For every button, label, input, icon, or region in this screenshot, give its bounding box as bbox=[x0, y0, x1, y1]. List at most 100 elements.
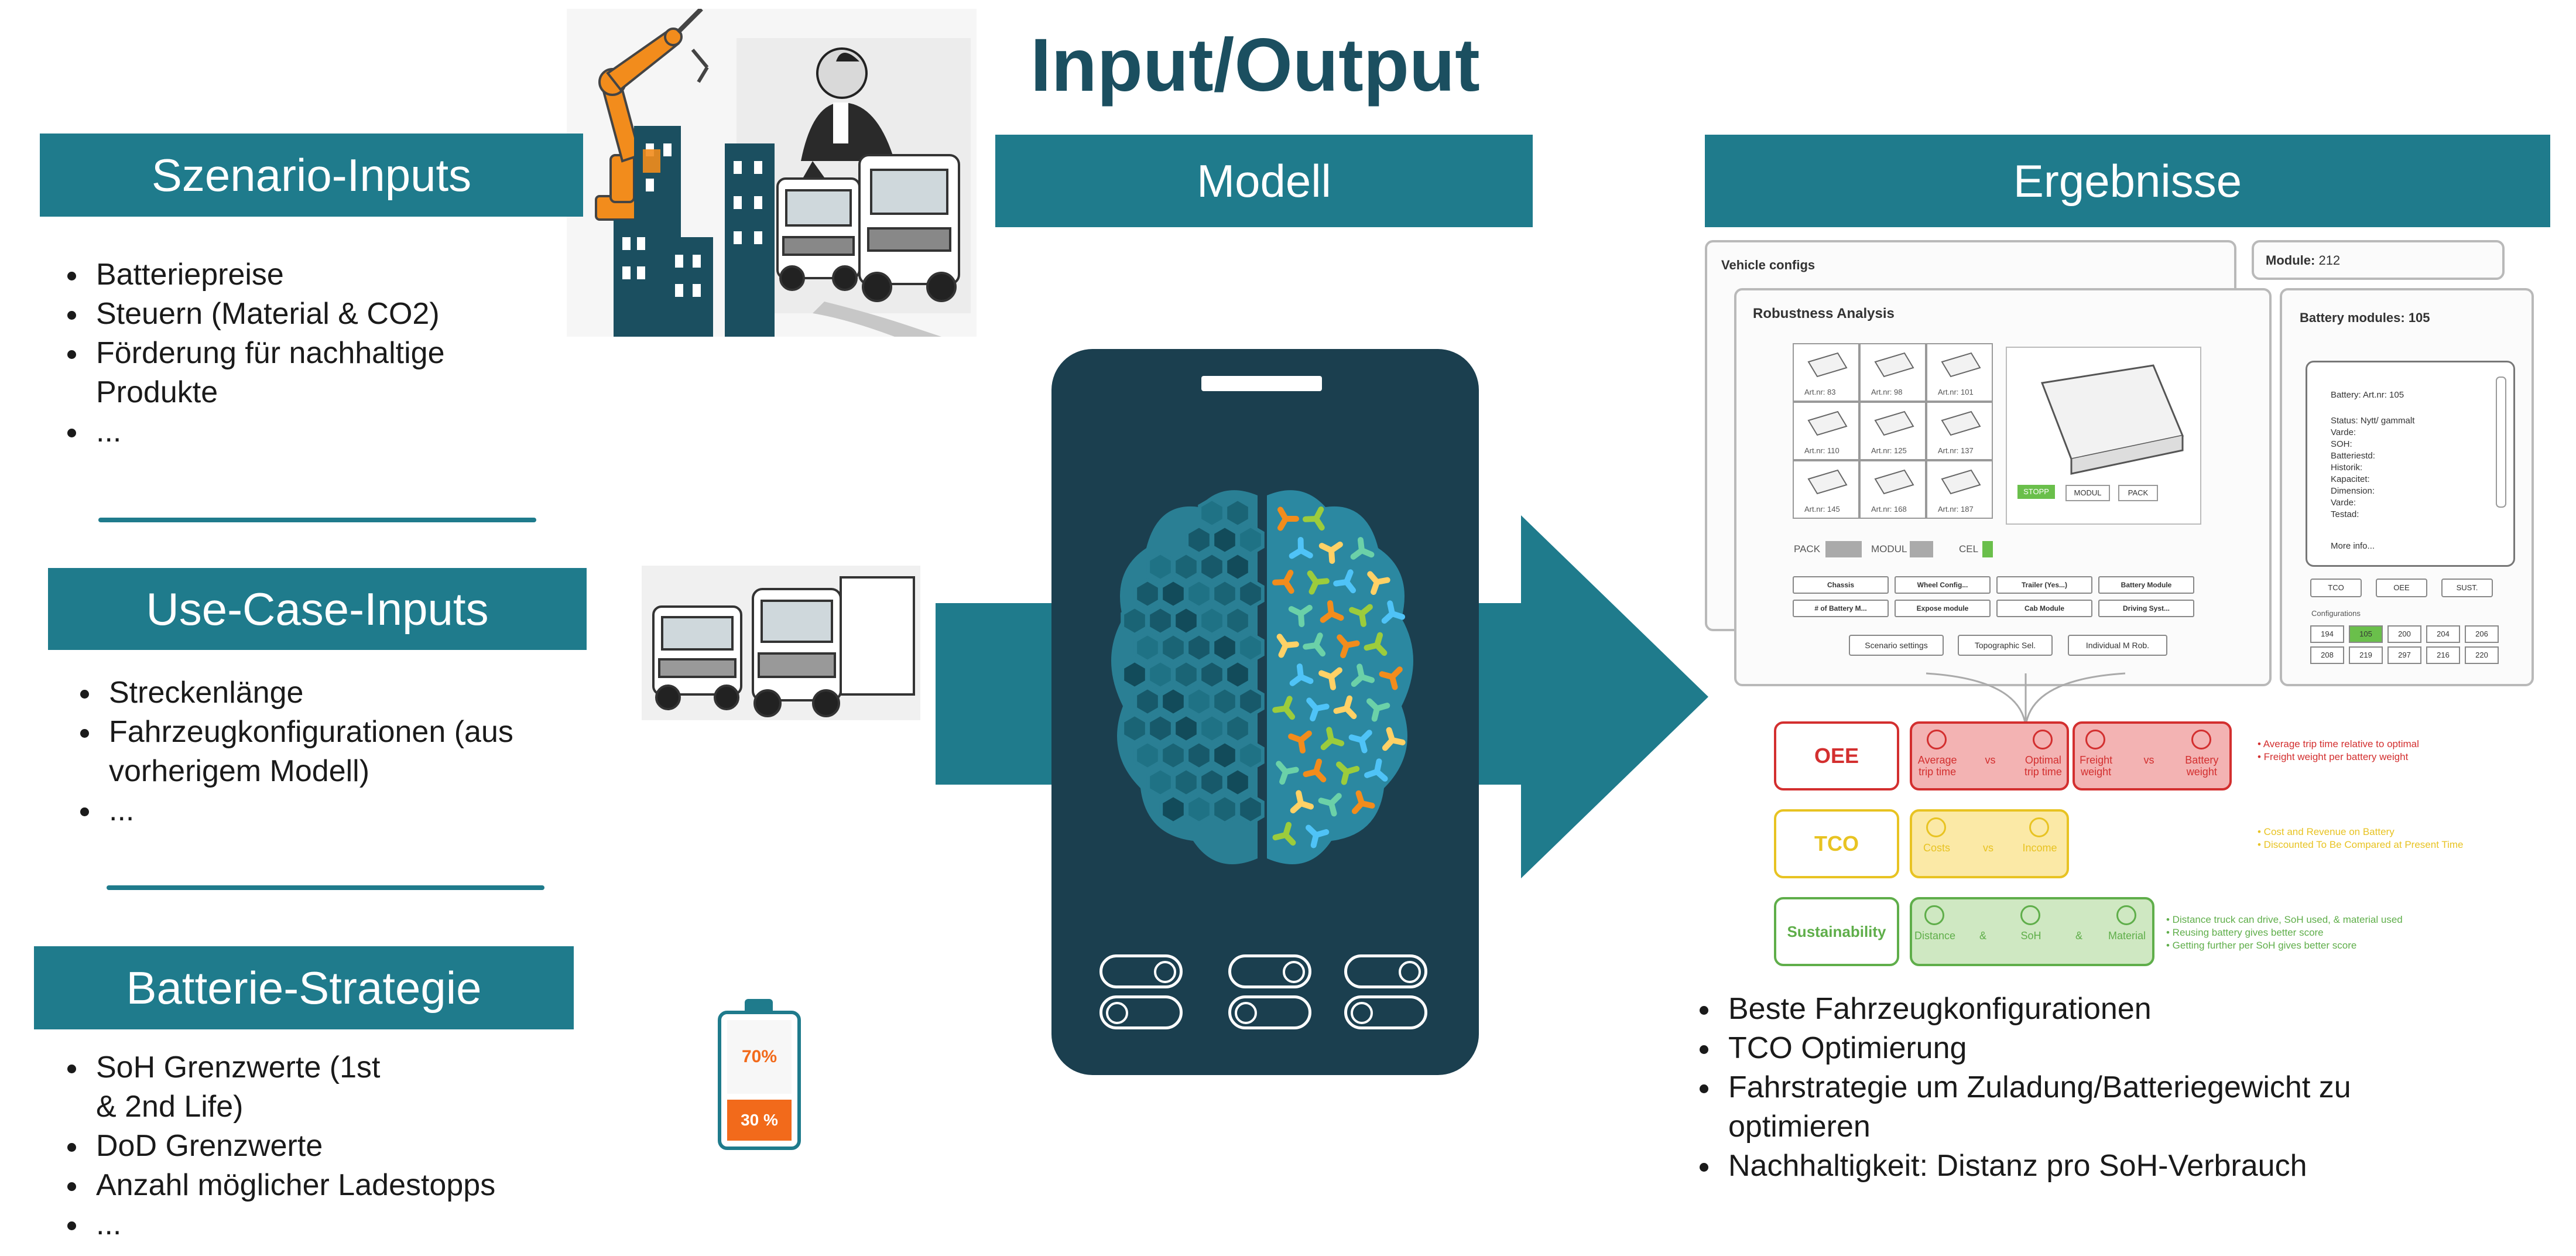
szenario-inputs-title: Szenario-Inputs bbox=[151, 149, 472, 201]
toggle-switch[interactable] bbox=[1099, 954, 1183, 988]
configuration-cell[interactable]: 206 bbox=[2465, 625, 2499, 643]
battery-body: 70% 30 % bbox=[718, 1011, 801, 1150]
configuration-cell[interactable]: 200 bbox=[2387, 625, 2421, 643]
level-modul-bar[interactable] bbox=[1910, 541, 1933, 557]
module-grid-cell[interactable]: Art.nr: 187 bbox=[1926, 460, 1993, 519]
kpi-note: • Discounted To Be Compared at Present T… bbox=[2258, 839, 2464, 850]
kpi-metric-part: & bbox=[2075, 930, 2082, 942]
level-cel-label: CEL bbox=[1959, 543, 1979, 555]
toggle-switch[interactable] bbox=[1344, 995, 1427, 1029]
list-item: Steuern (Material & CO2) bbox=[89, 295, 557, 334]
toggle-switch[interactable] bbox=[1344, 954, 1427, 988]
list-item: Fahrstrategie um Zuladung/Batteriegewich… bbox=[1721, 1068, 2431, 1147]
detail-line: Batteriestd: bbox=[2331, 451, 2375, 461]
connector-lines bbox=[1926, 672, 2126, 727]
configuration-cell[interactable]: 194 bbox=[2310, 625, 2344, 643]
parameter-button[interactable]: Cab Module bbox=[1996, 600, 2092, 617]
kpi-metric-part: vs bbox=[1985, 754, 1996, 766]
module-grid-label: Art.nr: 187 bbox=[1938, 505, 1974, 514]
list-item: Streckenlänge bbox=[102, 673, 605, 713]
detail-tco-button[interactable]: TCO bbox=[2310, 579, 2362, 597]
level-pack-bar[interactable] bbox=[1825, 541, 1862, 557]
batterie-strategie-title: Batterie-Strategie bbox=[126, 961, 482, 1014]
kpi-metric-part: Distance bbox=[1914, 930, 1956, 942]
kpi-metric-part: SoH bbox=[2020, 930, 2041, 942]
battery-fill-label: 30 % bbox=[741, 1111, 778, 1129]
battery-icon: 70% 30 % bbox=[718, 999, 801, 1150]
list-item: DoD Grenzwerte bbox=[89, 1127, 616, 1166]
parameter-button[interactable]: Trailer (Yes...) bbox=[1996, 576, 2092, 594]
scenario-settings-button[interactable]: Scenario settings bbox=[1849, 635, 1944, 656]
module-grid-label: Art.nr: 137 bbox=[1938, 446, 1974, 455]
detail-line: Dimension: bbox=[2331, 486, 2375, 496]
level-cel-bar[interactable] bbox=[1982, 541, 1993, 557]
parameter-button[interactable]: Driving Syst... bbox=[2098, 600, 2194, 617]
level-pack-label: PACK bbox=[1794, 543, 1821, 555]
module-grid-cell[interactable]: Art.nr: 98 bbox=[1859, 343, 1926, 402]
toggle-switch[interactable] bbox=[1099, 995, 1183, 1029]
configuration-cell[interactable]: 297 bbox=[2387, 646, 2421, 664]
list-item: Förderung für nachhaltige Produkte bbox=[89, 334, 494, 412]
configuration-cell[interactable]: 216 bbox=[2426, 646, 2460, 664]
module-grid-cell[interactable]: Art.nr: 101 bbox=[1926, 343, 1993, 402]
battery-modules-title: Battery modules: 105 bbox=[2300, 310, 2430, 325]
list-item: Nachhaltigkeit: Distanz pro SoH-Verbrauc… bbox=[1721, 1147, 2553, 1186]
use-case-inputs-header: Use-Case-Inputs bbox=[48, 568, 587, 650]
battery-module-image: STOPP MODUL PACK bbox=[2006, 347, 2201, 525]
kpi-metric-icon bbox=[2116, 905, 2136, 925]
list-item: Anzahl möglicher Ladestopps bbox=[89, 1166, 616, 1205]
view-button-stopp[interactable]: STOPP bbox=[2017, 485, 2055, 499]
kpi-label-box: TCO bbox=[1774, 809, 1899, 878]
battery-modules-panel: Battery modules: 105 Battery: Art.nr: 10… bbox=[2280, 288, 2534, 686]
kpi-metric-icon bbox=[2085, 730, 2106, 750]
kpi-metric-part: vs bbox=[2143, 754, 2154, 766]
parameter-button[interactable]: Battery Module bbox=[2098, 576, 2194, 594]
szenario-inputs-list: Batteriepreise Steuern (Material & CO2) … bbox=[43, 255, 557, 451]
kpi-metric-icon bbox=[1926, 817, 1946, 837]
device-speaker bbox=[1201, 376, 1322, 391]
kpi-note: • Cost and Revenue on Battery bbox=[2258, 826, 2395, 837]
detail-sust-button[interactable]: SUST. bbox=[2441, 579, 2493, 597]
configuration-cell[interactable]: 220 bbox=[2465, 646, 2499, 664]
toggle-switch[interactable] bbox=[1228, 995, 1311, 1029]
kpi-note: • Getting further per SoH gives better s… bbox=[2166, 940, 2357, 951]
module-grid-cell[interactable]: Art.nr: 137 bbox=[1926, 402, 1993, 460]
configuration-cell[interactable]: 219 bbox=[2349, 646, 2383, 664]
individual-rob-button[interactable]: Individual M Rob. bbox=[2068, 635, 2167, 656]
configuration-cell[interactable]: 105 bbox=[2349, 625, 2383, 643]
module-grid-cell[interactable]: Art.nr: 110 bbox=[1793, 402, 1859, 460]
parameter-button[interactable]: Wheel Config... bbox=[1895, 576, 1991, 594]
parameter-button[interactable]: Chassis bbox=[1793, 576, 1889, 594]
configuration-cell[interactable]: 204 bbox=[2426, 625, 2460, 643]
module-grid-label: Art.nr: 98 bbox=[1871, 388, 1903, 396]
kpi-note: • Reusing battery gives better score bbox=[2166, 927, 2324, 938]
detail-oee-button[interactable]: OEE bbox=[2376, 579, 2427, 597]
kpi-metric-part: Costs bbox=[1923, 842, 1950, 854]
detail-line: More info... bbox=[2331, 541, 2375, 551]
section-divider bbox=[107, 885, 544, 890]
ergebnisse-title: Ergebnisse bbox=[2013, 155, 2242, 207]
module-grid-label: Art.nr: 168 bbox=[1871, 505, 1907, 514]
module-grid-cell[interactable]: Art.nr: 83 bbox=[1793, 343, 1859, 402]
topographic-button[interactable]: Topographic Sel. bbox=[1958, 635, 2053, 656]
kpi-metric-icon bbox=[1924, 905, 1944, 925]
parameter-button[interactable]: Expose module bbox=[1895, 600, 1991, 617]
detail-line: Status: Nytt/ gammalt bbox=[2331, 416, 2415, 426]
ergebnisse-list: Beste Fahrzeugkonfigurationen TCO Optimi… bbox=[1676, 990, 2553, 1186]
toggle-switch[interactable] bbox=[1228, 954, 1311, 988]
window-title: Vehicle configs bbox=[1721, 258, 1815, 272]
configuration-cell[interactable]: 208 bbox=[2310, 646, 2344, 664]
module-grid-cell[interactable]: Art.nr: 145 bbox=[1793, 460, 1859, 519]
kpi-metric-box bbox=[1910, 897, 2154, 966]
detail-scrollbar[interactable] bbox=[2496, 377, 2506, 508]
kpi-metric-part: Income bbox=[2022, 842, 2057, 854]
kpi-name: TCO bbox=[1814, 831, 1859, 855]
parameter-button[interactable]: # of Battery M... bbox=[1793, 600, 1889, 617]
module-grid-cell[interactable]: Art.nr: 125 bbox=[1859, 402, 1926, 460]
page-title: Input/Output bbox=[1030, 23, 1480, 107]
kpi-name: OEE bbox=[1814, 744, 1859, 768]
view-button-pack[interactable]: PACK bbox=[2118, 485, 2158, 501]
view-button-modul[interactable]: MODUL bbox=[2065, 485, 2110, 501]
module-grid-cell[interactable]: Art.nr: 168 bbox=[1859, 460, 1926, 519]
